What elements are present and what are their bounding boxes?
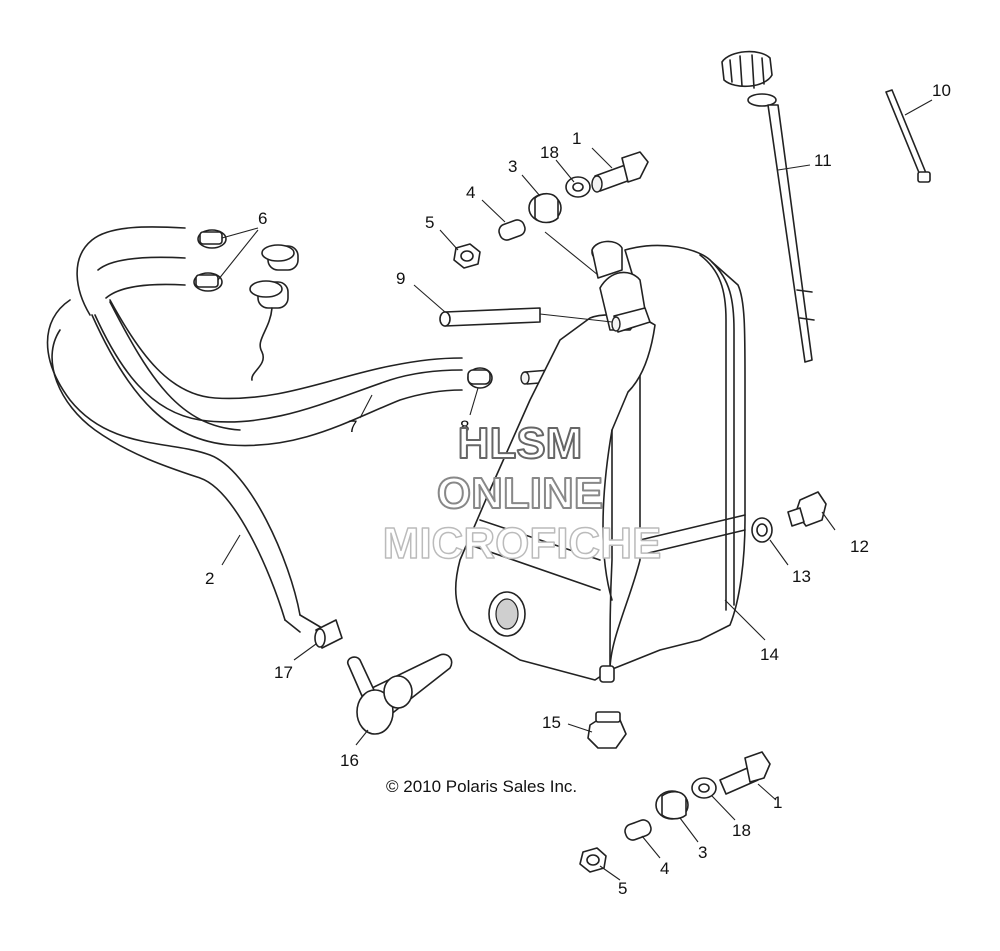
callout-4-bottom: 4 [660,859,669,878]
elbow-fitting-16 [314,619,453,735]
oil-tank [454,240,766,683]
dipstick-11 [721,50,815,363]
watermark: HLSM ONLINE MICROFICHE [382,418,662,569]
callout-13: 13 [792,567,811,586]
callout-3-top: 3 [508,157,517,176]
leader-lines [221,147,836,881]
watermark-hlsm: HLSM [458,419,583,468]
callout-3-bottom: 3 [698,843,707,862]
callout-14: 14 [760,645,779,664]
callout-17: 17 [274,663,293,682]
bottom-hardware [579,751,771,873]
watermark-microfiche: MICROFICHE [383,519,662,568]
hose-clamp-6 [193,227,259,292]
callout-numbers: 1 18 3 4 5 6 9 10 11 8 7 2 12 13 14 17 1… [205,81,951,898]
callout-1-top: 1 [572,129,581,148]
copyright-text: © 2010 Polaris Sales Inc. [386,777,577,796]
callout-11: 11 [814,151,832,170]
callout-2: 2 [205,569,214,588]
callout-6: 6 [258,209,267,228]
castle-nut-15 [567,711,627,749]
callout-8: 8 [460,417,469,436]
callout-5-bottom: 5 [618,879,627,898]
callout-10: 10 [932,81,951,100]
callout-18-top: 18 [540,143,559,162]
callout-1-bottom: 1 [773,793,782,812]
hose-cap [249,244,299,381]
rod-9 [439,307,541,327]
watermark-online: ONLINE [437,469,603,518]
fuel-hose-assembly [46,226,463,633]
callout-5-top: 5 [425,213,434,232]
callout-12: 12 [850,537,869,556]
callout-4-top: 4 [466,183,475,202]
callout-15: 15 [542,713,561,732]
callout-7: 7 [348,417,357,436]
callout-18-bottom: 18 [732,821,751,840]
callout-9: 9 [396,269,405,288]
cable-tie-10 [885,89,933,183]
callout-16: 16 [340,751,359,770]
fitting-12 [751,491,827,543]
top-hardware [453,151,649,269]
